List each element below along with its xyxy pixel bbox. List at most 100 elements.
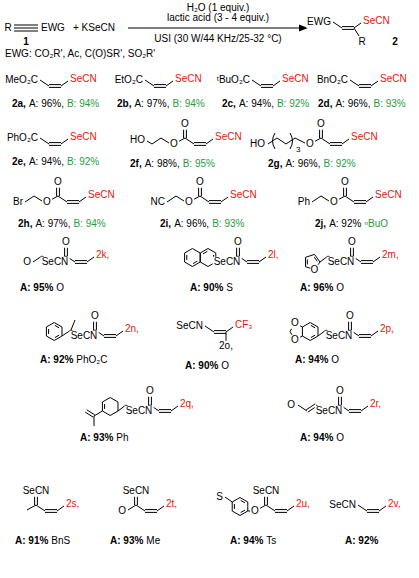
oxygen-label: O (42, 197, 52, 208)
bond-line (267, 495, 268, 505)
oxygen-label: SeCN (125, 406, 154, 417)
bond-line (136, 505, 145, 511)
bond-line (116, 331, 123, 336)
bond-line (167, 196, 184, 202)
definition-note: EWG: CO₂R', Ac, C(O)SR', SO₂R' (4, 49, 156, 60)
bond-line (311, 335, 315, 337)
bond-line (67, 246, 68, 256)
bond-line (361, 260, 373, 261)
selenocyanate-label: SeCN (281, 74, 310, 85)
bond-line (322, 128, 323, 138)
bond-line (330, 145, 342, 146)
bond-line (239, 246, 240, 256)
yield-value: O (221, 360, 229, 371)
bond-line (349, 409, 361, 410)
bond-line (330, 142, 342, 143)
yield-caption: A: 94%Ts (230, 535, 276, 546)
yield-caption: 2b,A: 97%,B: 94% (117, 98, 205, 109)
yield-caption: A: 90%O (185, 360, 229, 371)
bond-line (205, 326, 214, 332)
bond-line (151, 395, 152, 405)
yield-caption: 2d,A: 96%,B: 93% (318, 98, 406, 109)
compound-number: A: 94% (300, 432, 333, 443)
bond-line (49, 84, 61, 85)
bond-line (342, 26, 354, 27)
selenocyanate-label: 2l, (267, 250, 280, 261)
oxygen-label: O (180, 119, 190, 130)
oxygen-label: SeCN (315, 406, 344, 417)
yield-caption: 2j,A: 92%ⁿBuO (315, 218, 388, 229)
group-label: EtO₂C (114, 75, 144, 86)
bond-line (266, 505, 275, 511)
selenocyanate-label: 2n, (124, 324, 140, 335)
bond-line (342, 139, 349, 144)
group-label: Ph (297, 197, 311, 208)
yield-value: B: 92% (67, 156, 99, 167)
oxygen-label: SeCN (22, 486, 51, 497)
group-label: ᵗBuO₂C (216, 75, 251, 86)
bond-line (341, 395, 342, 405)
compound-number: 2j, (315, 218, 326, 229)
yield-caption: A: 90%S (190, 282, 233, 293)
yield-caption: A: 92%PhO₂C (40, 354, 107, 365)
bond-line (203, 251, 207, 253)
oxygen-label: SeCN (252, 486, 281, 497)
yield-value: A: 97%, (134, 98, 169, 109)
bond-line (319, 128, 320, 138)
group-label: 2o, (218, 341, 234, 352)
bond-line (34, 495, 35, 505)
compound-number: 1 (22, 37, 30, 48)
bond-line (366, 197, 373, 202)
bond-line (302, 323, 318, 341)
selenocyanate-label: 2t, (165, 499, 178, 510)
yield-caption: A: 91%BnS (15, 535, 70, 546)
compound-number: A: 94% (295, 354, 328, 365)
group-label: SeCN (175, 321, 204, 332)
group-label: O (22, 257, 32, 268)
group-label: EWG (306, 17, 332, 28)
bond-line (96, 320, 97, 330)
yield-value: O (56, 282, 64, 293)
bond-line (154, 84, 166, 85)
bond-line (354, 200, 366, 201)
yield-value: A: 94%, (239, 98, 274, 109)
oxygen-label: SeCN (70, 331, 99, 342)
oxygen-label: O (335, 386, 345, 397)
bond-line (354, 28, 359, 36)
bond-line (351, 320, 352, 330)
bond-line (145, 509, 157, 510)
bond-line (57, 506, 64, 511)
bond-line (343, 186, 344, 196)
bond-line (194, 145, 206, 146)
bond-line (209, 200, 221, 201)
bond-line (354, 203, 366, 204)
compound-number: A: 90% (185, 360, 218, 371)
bond-line (287, 506, 294, 511)
selenocyanate-label: SeCN (362, 16, 391, 27)
compound-number: 2c, (222, 98, 236, 109)
yield-value: B: 94% (73, 218, 105, 229)
selenocyanate-label: 2r, (369, 399, 382, 410)
bond-line (102, 398, 118, 416)
bond-line (104, 334, 116, 335)
yield-value: A: 97%, (35, 218, 70, 229)
bond-line (247, 263, 259, 264)
oxygen-label: O (195, 177, 205, 188)
oxygen-label: O (305, 139, 315, 150)
bond-line (55, 335, 59, 337)
bond-line (94, 411, 102, 426)
bond-line (193, 261, 197, 263)
bond-line (379, 506, 386, 511)
compound-number: A: 93% (80, 432, 113, 443)
compound-number: A: 94% (230, 535, 263, 546)
bond-line (206, 139, 213, 144)
yield-value: A: 96%, (29, 98, 64, 109)
group-label: MeO₂C (4, 75, 39, 86)
bond-line (338, 395, 339, 405)
bond-line (147, 138, 169, 144)
bond-line (349, 412, 361, 413)
selenocyanate-label: 2k, (95, 250, 110, 261)
selenocyanate-label: SeCN (229, 190, 258, 201)
bond-line (232, 498, 248, 516)
